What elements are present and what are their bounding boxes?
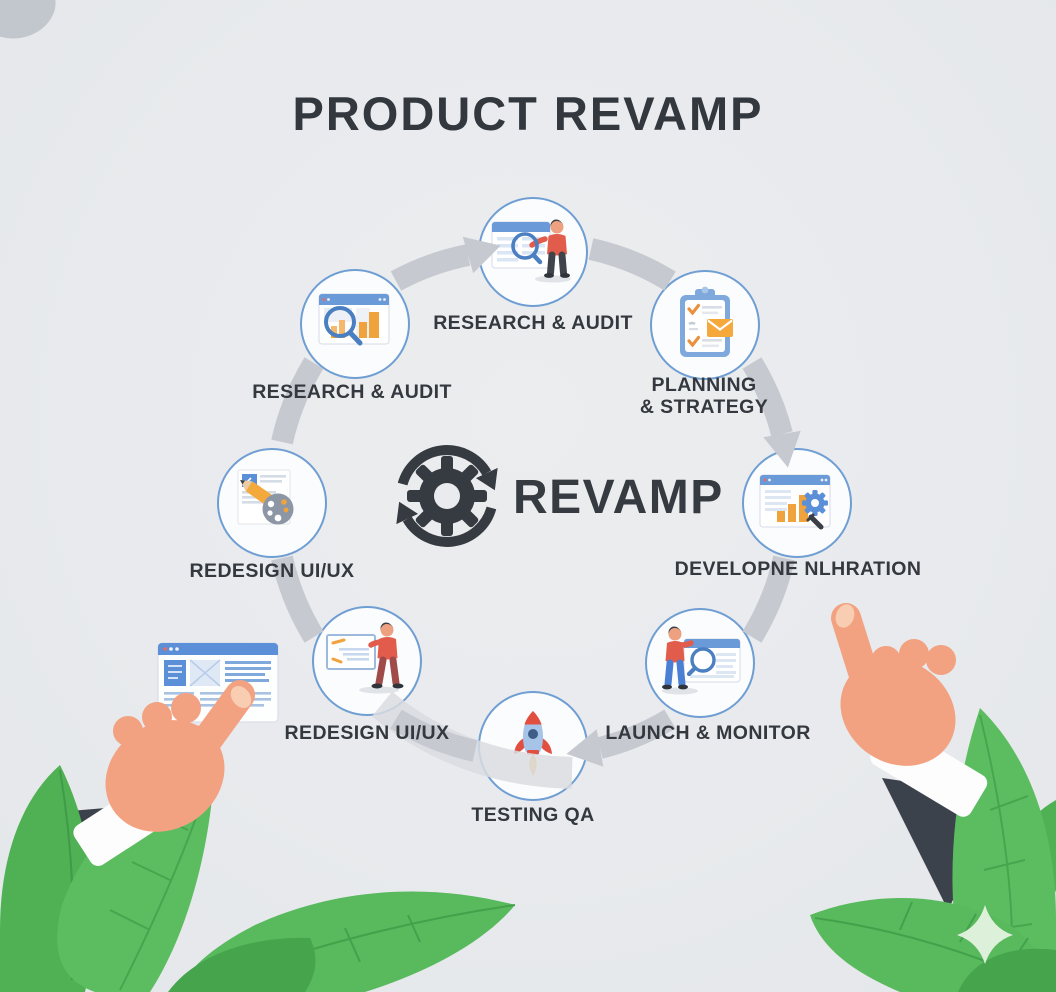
node-label: RESEARCH & AUDIT	[252, 381, 452, 403]
node-circle	[742, 448, 852, 558]
node-label: RESEARCH & AUDIT	[433, 312, 633, 334]
sparkle-icon	[957, 905, 1013, 964]
node-circle	[645, 608, 755, 718]
left-corner-illustration	[0, 642, 516, 992]
diagram-title: PRODUCT REVAMP	[292, 87, 764, 140]
node-label: REDESIGN UI/UX	[189, 560, 355, 582]
leaf-cluster	[0, 758, 516, 992]
center-label: REVAMP	[513, 471, 724, 524]
browser-chart-gear-icon	[759, 474, 831, 530]
pointing-hand-icon	[831, 603, 988, 817]
center-emblem: REVAMP	[385, 436, 725, 566]
pointing-hand-icon	[73, 680, 255, 866]
node-label: LAUNCH & MONITOR	[605, 722, 811, 744]
person-monitor-browser-icon	[662, 626, 741, 695]
right-corner-illustration	[810, 603, 1056, 992]
node-circle	[478, 197, 588, 307]
gear-sync-icon	[396, 445, 498, 547]
arrow-head-to-top	[462, 236, 501, 274]
node-label: DEVELOPNE NLHRATION	[674, 558, 922, 580]
document-pencil-palette-icon	[237, 469, 294, 525]
person-whiteboard-icon	[326, 622, 404, 694]
leaf-cluster	[810, 708, 1056, 992]
node-circle	[300, 269, 410, 379]
ring-arrowheads	[462, 236, 801, 767]
node-circle	[650, 270, 760, 380]
arrow-head-to-right	[763, 430, 801, 468]
clipboard-checklist-icon	[680, 286, 733, 357]
person-magnifier-browser-icon	[491, 219, 571, 283]
arrow-head-to-bottom	[566, 729, 604, 767]
ring-arcs	[271, 238, 795, 762]
node-label: REDESIGN UI/UX	[284, 722, 450, 744]
node-circle	[217, 448, 327, 558]
browser-chart-magnifier-icon	[318, 293, 390, 346]
node-label: PLANNING & STRATEGY	[639, 374, 769, 419]
node-label: TESTING QA	[471, 804, 595, 826]
node-circle	[312, 606, 422, 716]
